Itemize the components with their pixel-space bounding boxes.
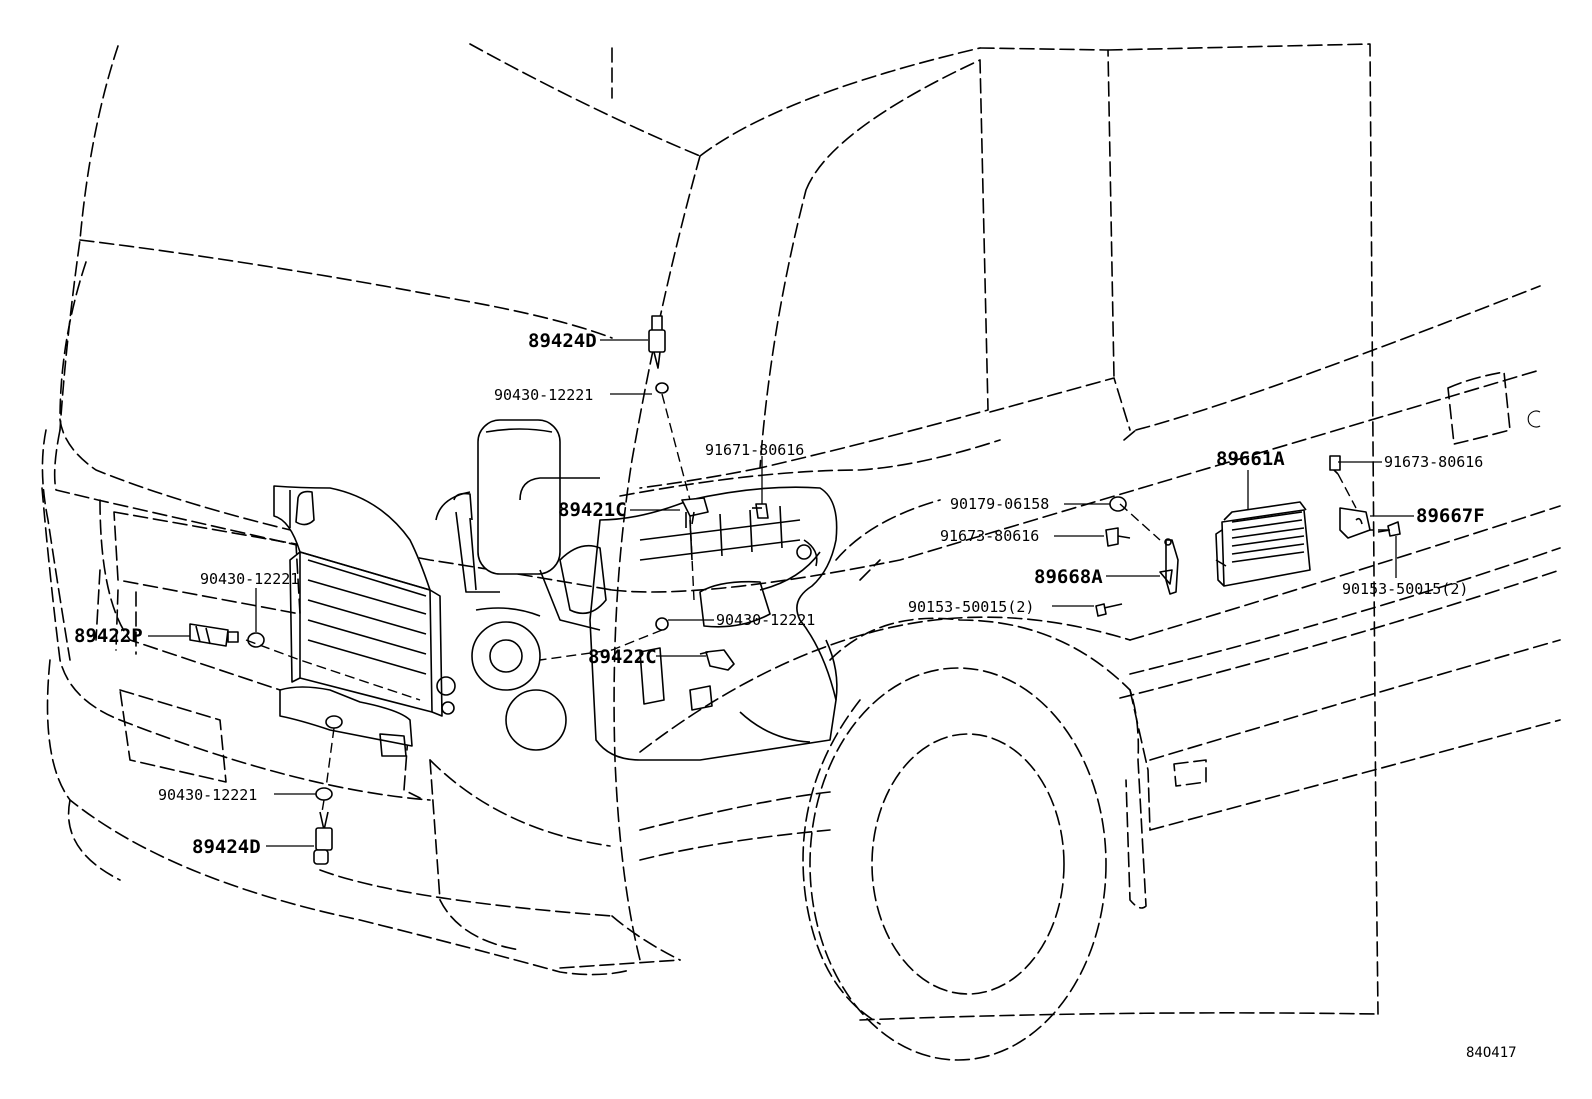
callout-90153-50015-left: 90153-50015(2) [908, 598, 1034, 616]
sensor-89421c [681, 497, 769, 528]
sensor-89424d-top [648, 315, 669, 394]
callout-89668a: 89668A [1034, 566, 1103, 588]
sensor-89422c [655, 617, 735, 671]
callout-labels: 89424D 90430-12221 91671-80616 89421C 90… [74, 330, 1485, 858]
callout-91673-80616-center: 91673-80616 [940, 527, 1039, 545]
callout-91673-80616-right: 91673-80616 [1384, 453, 1483, 471]
bracket-89668a [1159, 538, 1179, 595]
callout-89422p: 89422P [74, 625, 143, 647]
callout-91671-80616: 91671-80616 [705, 441, 804, 459]
callout-89424d-top: 89424D [528, 330, 597, 352]
vehicle-outline [41, 43, 1561, 1061]
drawing-code: 84O417 [1466, 1045, 1517, 1061]
engine-assembly [273, 419, 838, 761]
callout-90430-12221-upper: 90430-12221 [494, 386, 593, 404]
callout-89422c: 89422C [588, 646, 657, 668]
callout-90430-12221-lower: 90430-12221 [158, 786, 257, 804]
callout-89667f: 89667F [1416, 505, 1485, 527]
callout-89424d-bottom: 89424D [192, 836, 261, 858]
callout-90430-12221-left: 90430-12221 [200, 570, 299, 588]
ecu-89661a [1215, 501, 1311, 587]
bracket-89667f [1339, 507, 1371, 539]
callout-leaders [148, 339, 1414, 847]
callout-90153-50015-right: 90153-50015(2) [1342, 580, 1468, 598]
sensor-89424d-bottom [313, 811, 333, 865]
callout-90430-12221-center: 90430-12221 [716, 611, 815, 629]
callout-89661a: 89661A [1216, 448, 1285, 470]
sensor-89422p [189, 623, 265, 648]
assembly-paths [245, 393, 1388, 813]
fasteners [1095, 455, 1401, 617]
parts [189, 315, 1401, 865]
callout-89421c: 89421C [558, 499, 627, 521]
callout-90179-06158: 90179-06158 [950, 495, 1049, 513]
